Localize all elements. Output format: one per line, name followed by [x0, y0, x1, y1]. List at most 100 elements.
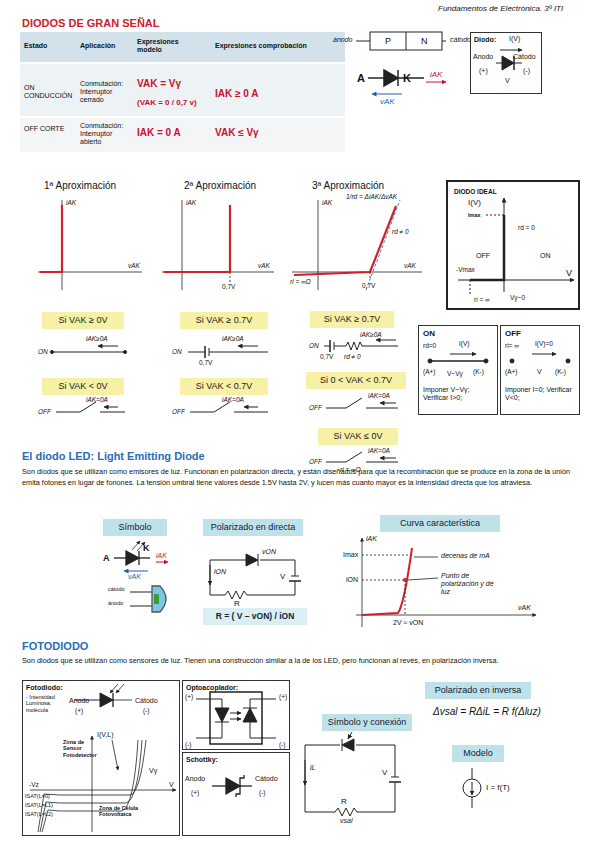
- photodiode-circuit-part: [335, 782, 395, 816]
- equivalent-circuits-part: [124, 351, 127, 354]
- ideal-diode-graph: [458, 198, 574, 296]
- equivalent-circuits-part: [80, 402, 96, 412]
- optocoupler-symbol-part: [243, 708, 257, 722]
- text-label: iAK≥0A: [222, 335, 244, 342]
- text-label: iAK: [156, 552, 167, 560]
- equivalent-circuits-part: [244, 407, 258, 408]
- diode-symbol-part: [426, 82, 446, 83]
- box-text: Vγ~0: [510, 294, 525, 301]
- text-label: OFF: [309, 404, 322, 411]
- led-curve-part: [405, 580, 406, 615]
- box-text: V: [505, 77, 510, 85]
- box-text: Cátodo: [513, 53, 536, 61]
- photodiode-graph: [30, 684, 176, 832]
- led-circuit-part: [260, 560, 295, 576]
- text-label: iAK≥0A: [86, 335, 108, 342]
- equivalent-circuits-part: [324, 346, 330, 347]
- equivalent-circuits-part: [104, 407, 118, 408]
- text-label: OFF: [172, 408, 185, 415]
- equivalent-circuits-part: [380, 458, 396, 459]
- box-text: Símbolo y conexión: [328, 717, 407, 727]
- label-box: Si VAK < 0V: [42, 378, 124, 395]
- box-text: ISAT(L=L2): [25, 811, 53, 817]
- diagram-box: DIODO IDEALI(V)Imaxrd = 0OFFON-VmaxVri =…: [446, 180, 580, 310]
- led-circuit-part: [210, 560, 246, 595]
- equivalent-circuits-part: [366, 408, 398, 409]
- box-text: Diodo:: [474, 36, 496, 44]
- box-text: (-): [259, 789, 266, 796]
- box-text: (+): [185, 693, 193, 700]
- box-text: - Intensidad Luminosa, molécula: [26, 694, 68, 713]
- led-symbol-part: [130, 606, 152, 607]
- equivalent-circuits-part: [209, 352, 268, 353]
- text-label: Δvsal = RΔiL = R f(Δluz): [433, 706, 541, 718]
- label-box: Curva característica: [380, 515, 500, 532]
- box-text: ON: [540, 252, 551, 260]
- led-curve-part: [408, 578, 438, 580]
- text-label: vAK: [404, 262, 416, 269]
- equivalent-circuits-part: [366, 462, 398, 463]
- equivalent-circuits: [51, 340, 399, 462]
- text-label: V: [280, 572, 285, 581]
- led-symbol-part: [130, 592, 152, 593]
- box-text: I(V,L): [97, 731, 113, 739]
- box-text: (K-): [473, 368, 484, 375]
- text-label: iAK=0A: [222, 396, 244, 403]
- led-symbol-part: [139, 557, 150, 558]
- text-label: cátodo: [108, 586, 125, 592]
- schottky-symbol-part: [226, 778, 240, 794]
- text-label: ri = ∞Ω: [290, 278, 311, 285]
- photodiode-circuit-part: [342, 739, 343, 751]
- ideal-on-off-symbols-part: [510, 359, 514, 363]
- led-symbol-part: [126, 551, 139, 565]
- box-text: I(V): [459, 340, 469, 347]
- approximation-graphs: [38, 200, 422, 290]
- box-text: rd = 0: [518, 224, 535, 231]
- photodiode-graph-part: [113, 700, 132, 701]
- led-circuit-part: [246, 554, 258, 566]
- text-label: vAK: [518, 604, 531, 612]
- box-text: Polarizado en inversa: [435, 685, 522, 695]
- photodiode-graph-part: [112, 740, 118, 770]
- diagram-box: Diodo:I(V)AnodoCátodo(+)(-)V: [470, 32, 542, 94]
- text-label: rd ≠ 0: [392, 228, 409, 235]
- box-text: Anodo: [473, 53, 493, 61]
- text-label: 2ª Aproximación: [184, 180, 256, 192]
- characteristic-curve: [40, 205, 396, 275]
- led-curve-part: [362, 538, 363, 627]
- equivalent-circuits-part: [51, 351, 54, 354]
- equivalent-circuits-part: [56, 412, 80, 413]
- optocoupler-symbol-part: [196, 722, 222, 738]
- label-box: Símbolo y conexión: [322, 714, 412, 731]
- box-text: ISAT(L=0): [25, 793, 50, 799]
- text-label: Punto de polarización y de luz: [441, 572, 503, 596]
- text-label: iAK=0A: [86, 396, 108, 403]
- ideal-on-off-symbols-part: [532, 354, 556, 355]
- equivalent-circuits-part: [234, 412, 268, 413]
- equivalent-circuits-part: [376, 340, 396, 341]
- optocoupler-symbol-part: [196, 699, 222, 708]
- box-text: Fotodiodo:: [26, 684, 63, 692]
- led-circuit-part: [258, 554, 259, 566]
- box-text: (K-): [555, 368, 566, 375]
- text-label: ON: [38, 348, 48, 355]
- equivalent-circuits-part: [380, 403, 396, 404]
- led-curve-part: [362, 555, 410, 556]
- box-text: Schottky:: [186, 756, 218, 764]
- box-text: I(V): [509, 35, 520, 43]
- table-background-part: [20, 64, 345, 116]
- optocoupler-symbol-part: [230, 713, 241, 714]
- text-label: vAK: [380, 97, 395, 106]
- text-label: VAK ≤ Vγ: [215, 127, 259, 139]
- led-circuit-part: [225, 581, 295, 599]
- photodiode-graph-part: [42, 740, 138, 832]
- box-text: Imax: [468, 212, 481, 218]
- box-text: (A+): [423, 368, 435, 375]
- text-label: IAK = 0 A: [137, 127, 181, 139]
- equivalent-circuits-part: [214, 402, 230, 412]
- photodiode-circuit-part: [342, 739, 354, 751]
- ideal-diode-graph-part: [486, 215, 504, 216]
- equivalent-circuits-part: [98, 346, 118, 347]
- text-label: R: [234, 599, 240, 608]
- text-label: vAK: [128, 262, 140, 269]
